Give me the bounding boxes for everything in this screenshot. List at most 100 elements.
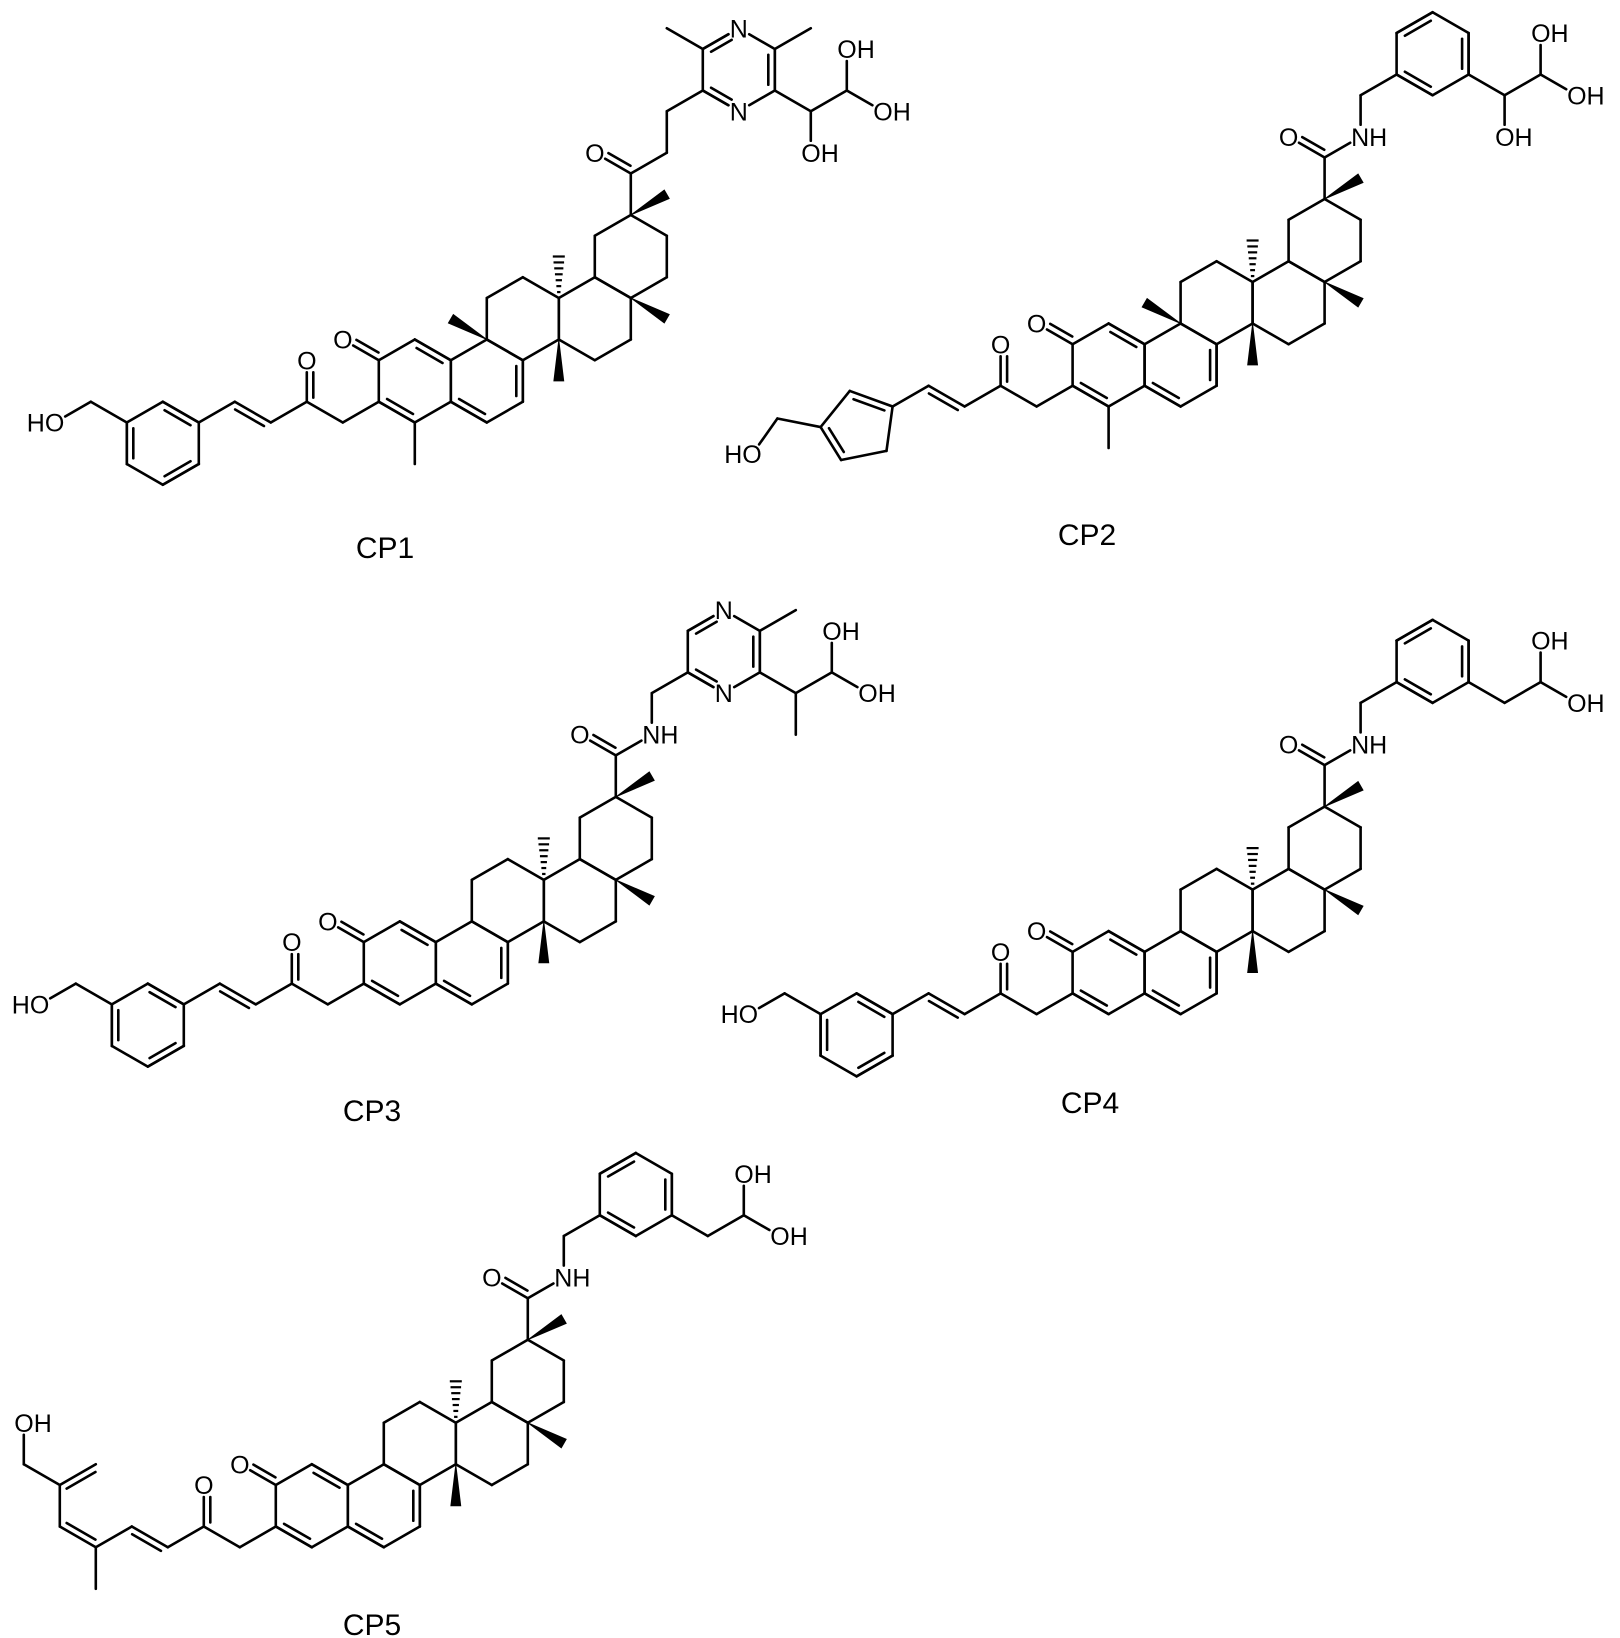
bond — [1395, 618, 1434, 642]
bond — [1143, 322, 1182, 346]
bond — [634, 1151, 674, 1176]
atom-label: O — [482, 1265, 501, 1293]
bond — [248, 1468, 278, 1487]
bond — [706, 1214, 746, 1238]
bond — [891, 384, 930, 408]
bond — [1048, 930, 1074, 946]
bond — [385, 397, 415, 416]
bond — [1107, 384, 1146, 408]
wedge-bond — [1247, 931, 1259, 973]
bond — [757, 992, 786, 1010]
bond — [1287, 259, 1326, 284]
bond — [1323, 197, 1362, 222]
bond — [470, 982, 510, 1006]
bond — [701, 89, 730, 107]
bond — [148, 990, 177, 1009]
atom-label: O — [585, 140, 604, 168]
bond — [1079, 381, 1109, 400]
bond — [130, 1525, 170, 1549]
bond — [485, 400, 525, 424]
bond — [857, 1000, 886, 1019]
bond — [382, 1463, 422, 1487]
bond — [614, 795, 654, 819]
bond — [1251, 259, 1290, 284]
wedge-bond — [1324, 780, 1364, 807]
bond — [885, 405, 894, 453]
bond — [74, 982, 114, 1006]
bond — [305, 400, 345, 424]
atom-label: HO — [721, 1001, 759, 1029]
bond — [1045, 935, 1074, 954]
bond — [1179, 384, 1218, 408]
bond — [336, 926, 366, 944]
bond — [526, 1400, 566, 1425]
bond — [592, 733, 617, 749]
bond — [694, 620, 718, 635]
atom-label: OH — [837, 36, 875, 64]
wedge-bond — [1324, 173, 1364, 200]
bond — [709, 38, 733, 54]
compound-label: CP5 — [343, 1609, 401, 1638]
wedge-bond — [615, 771, 655, 798]
bond — [758, 671, 798, 695]
bond — [161, 400, 201, 424]
atom-label: O — [230, 1451, 249, 1479]
bond — [747, 32, 777, 51]
bond — [400, 928, 429, 947]
atom-label: HO — [724, 441, 762, 469]
bond — [238, 1525, 278, 1549]
bond — [629, 213, 669, 238]
bond — [1431, 73, 1470, 97]
bond — [963, 992, 1002, 1016]
bond — [1107, 322, 1146, 346]
bond — [48, 982, 78, 1000]
wedge-bond — [1141, 297, 1181, 324]
bond — [1323, 749, 1352, 767]
atom-label: N — [730, 98, 748, 126]
bond — [809, 89, 849, 113]
bond — [351, 344, 381, 362]
bond — [1323, 867, 1362, 891]
bond — [110, 982, 150, 1006]
bond — [857, 1051, 886, 1070]
bond — [1395, 680, 1434, 705]
atom-label: O — [1027, 311, 1046, 339]
bond — [1359, 73, 1398, 97]
bond — [1251, 322, 1290, 346]
atom-label: O — [333, 327, 352, 355]
bond — [1403, 19, 1433, 38]
wedge-bond — [615, 879, 655, 906]
bond — [1539, 680, 1568, 699]
atom-label: OH — [1495, 124, 1533, 152]
bond — [1151, 381, 1181, 400]
bond — [449, 400, 489, 424]
atom-label: OH — [1567, 82, 1605, 110]
bond — [1107, 929, 1146, 954]
bond — [130, 1532, 163, 1553]
bond — [1215, 322, 1254, 346]
bond — [1143, 384, 1182, 408]
bond — [598, 1151, 638, 1176]
atom-label: N — [715, 597, 733, 625]
bond — [310, 1525, 350, 1549]
bond — [999, 992, 1038, 1016]
bond — [852, 397, 886, 412]
compound-label: CP3 — [343, 1095, 401, 1128]
bond — [1467, 73, 1506, 97]
bond — [1467, 680, 1506, 705]
bond — [233, 400, 273, 424]
bond — [377, 338, 417, 362]
hashed-bond — [552, 255, 565, 294]
bond — [629, 275, 669, 300]
bond — [146, 982, 186, 1006]
bond — [413, 338, 453, 362]
bond — [1403, 627, 1433, 645]
bond — [526, 1338, 566, 1362]
bond — [63, 400, 93, 418]
bond — [1143, 929, 1182, 954]
bond — [58, 1463, 98, 1487]
bond — [1071, 992, 1110, 1016]
atom-label: OH — [822, 618, 860, 646]
